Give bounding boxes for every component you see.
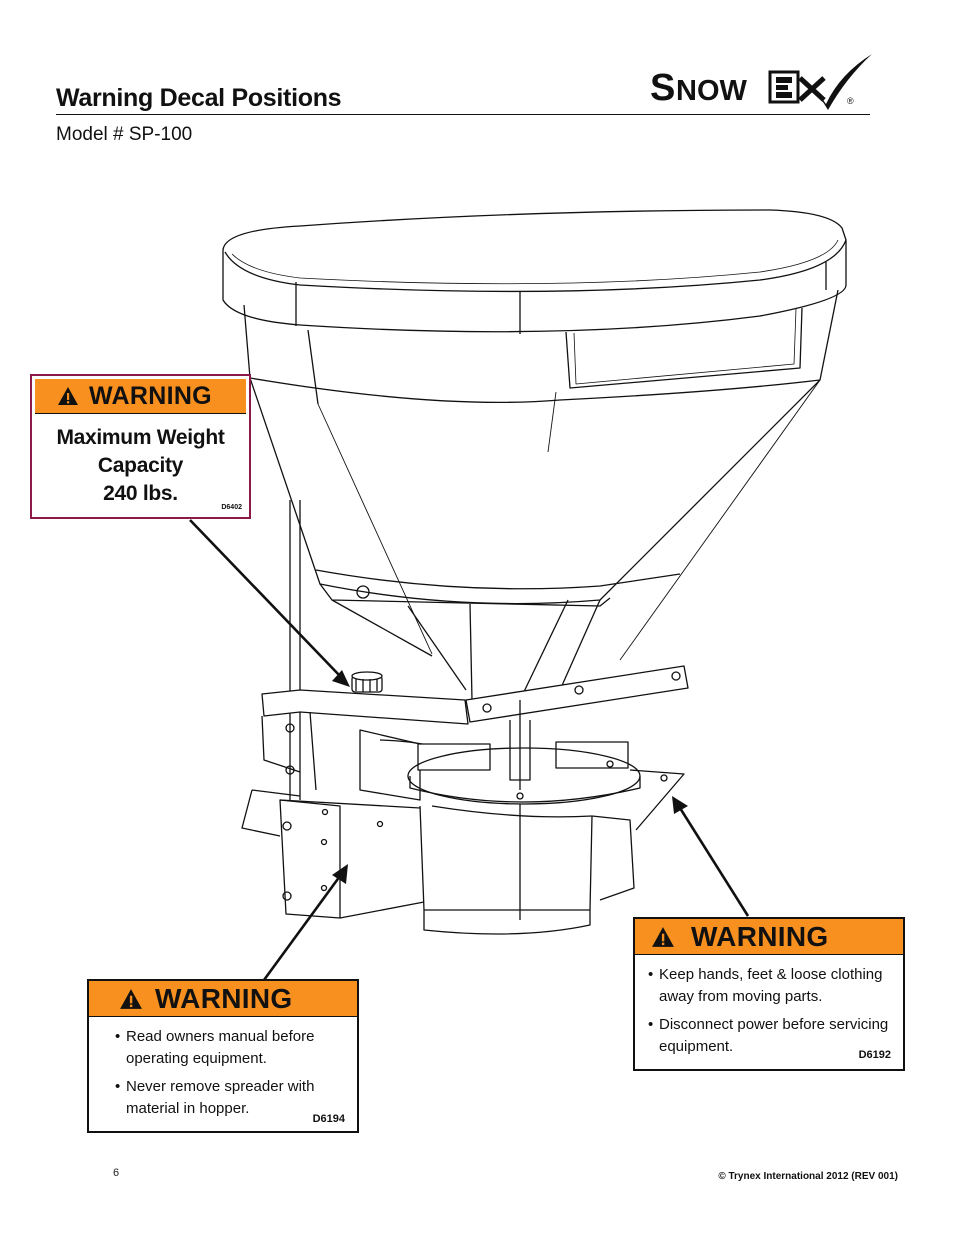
decal-line: Capacity	[97, 454, 184, 477]
svg-text:NOW: NOW	[676, 75, 748, 107]
decal-bullet-list: Read owners manual before operating equi…	[115, 1026, 337, 1120]
decal-bullet: Never remove spreader with material in h…	[115, 1076, 337, 1120]
svg-text:S: S	[650, 67, 675, 109]
decal-line: 240 lbs.	[103, 482, 178, 505]
snowex-logo: S NOW ®	[650, 54, 872, 110]
checkmark-swoosh-icon	[808, 54, 872, 110]
decal-line: Maximum Weight	[56, 426, 225, 449]
header-rule	[56, 114, 870, 115]
decal-text: Maximum Weight Capacity 240 lbs.	[32, 424, 249, 508]
decal-code: D6402	[221, 504, 242, 511]
decal-header: WARNING	[89, 981, 357, 1017]
warning-triangle-icon	[652, 926, 674, 947]
decal-moving-parts: WARNING Keep hands, feet & loose clothin…	[633, 917, 905, 1071]
page-number: 6	[113, 1167, 120, 1179]
decal-bullet: Disconnect power before servicing equipm…	[648, 1014, 892, 1058]
decal-bullet: Keep hands, feet & loose clothing away f…	[648, 964, 892, 1008]
decal-heading: WARNING	[691, 920, 829, 952]
svg-text:®: ®	[847, 96, 854, 106]
warning-triangle-icon	[120, 988, 142, 1009]
decal-header: WARNING	[635, 919, 903, 955]
copyright-notice: © Trynex International 2012 (REV 001)	[718, 1171, 898, 1182]
decal-bullet: Read owners manual before operating equi…	[115, 1026, 337, 1070]
decal-max-weight: WARNING Maximum Weight Capacity 240 lbs.…	[30, 374, 251, 519]
decal-heading: WARNING	[89, 381, 212, 410]
decal-read-manual: WARNING Read owners manual before operat…	[87, 979, 359, 1133]
model-number: Model # SP-100	[56, 124, 193, 145]
warning-triangle-icon	[58, 387, 78, 405]
decal-code: D6194	[312, 1113, 345, 1125]
decal-bullet-list: Keep hands, feet & loose clothing away f…	[648, 964, 892, 1058]
page-title: Warning Decal Positions	[56, 84, 342, 112]
decal-header: WARNING	[35, 379, 246, 414]
decal-code: D6192	[858, 1049, 891, 1061]
pointer-arrow-icon	[189, 519, 750, 981]
decal-heading: WARNING	[155, 982, 293, 1014]
